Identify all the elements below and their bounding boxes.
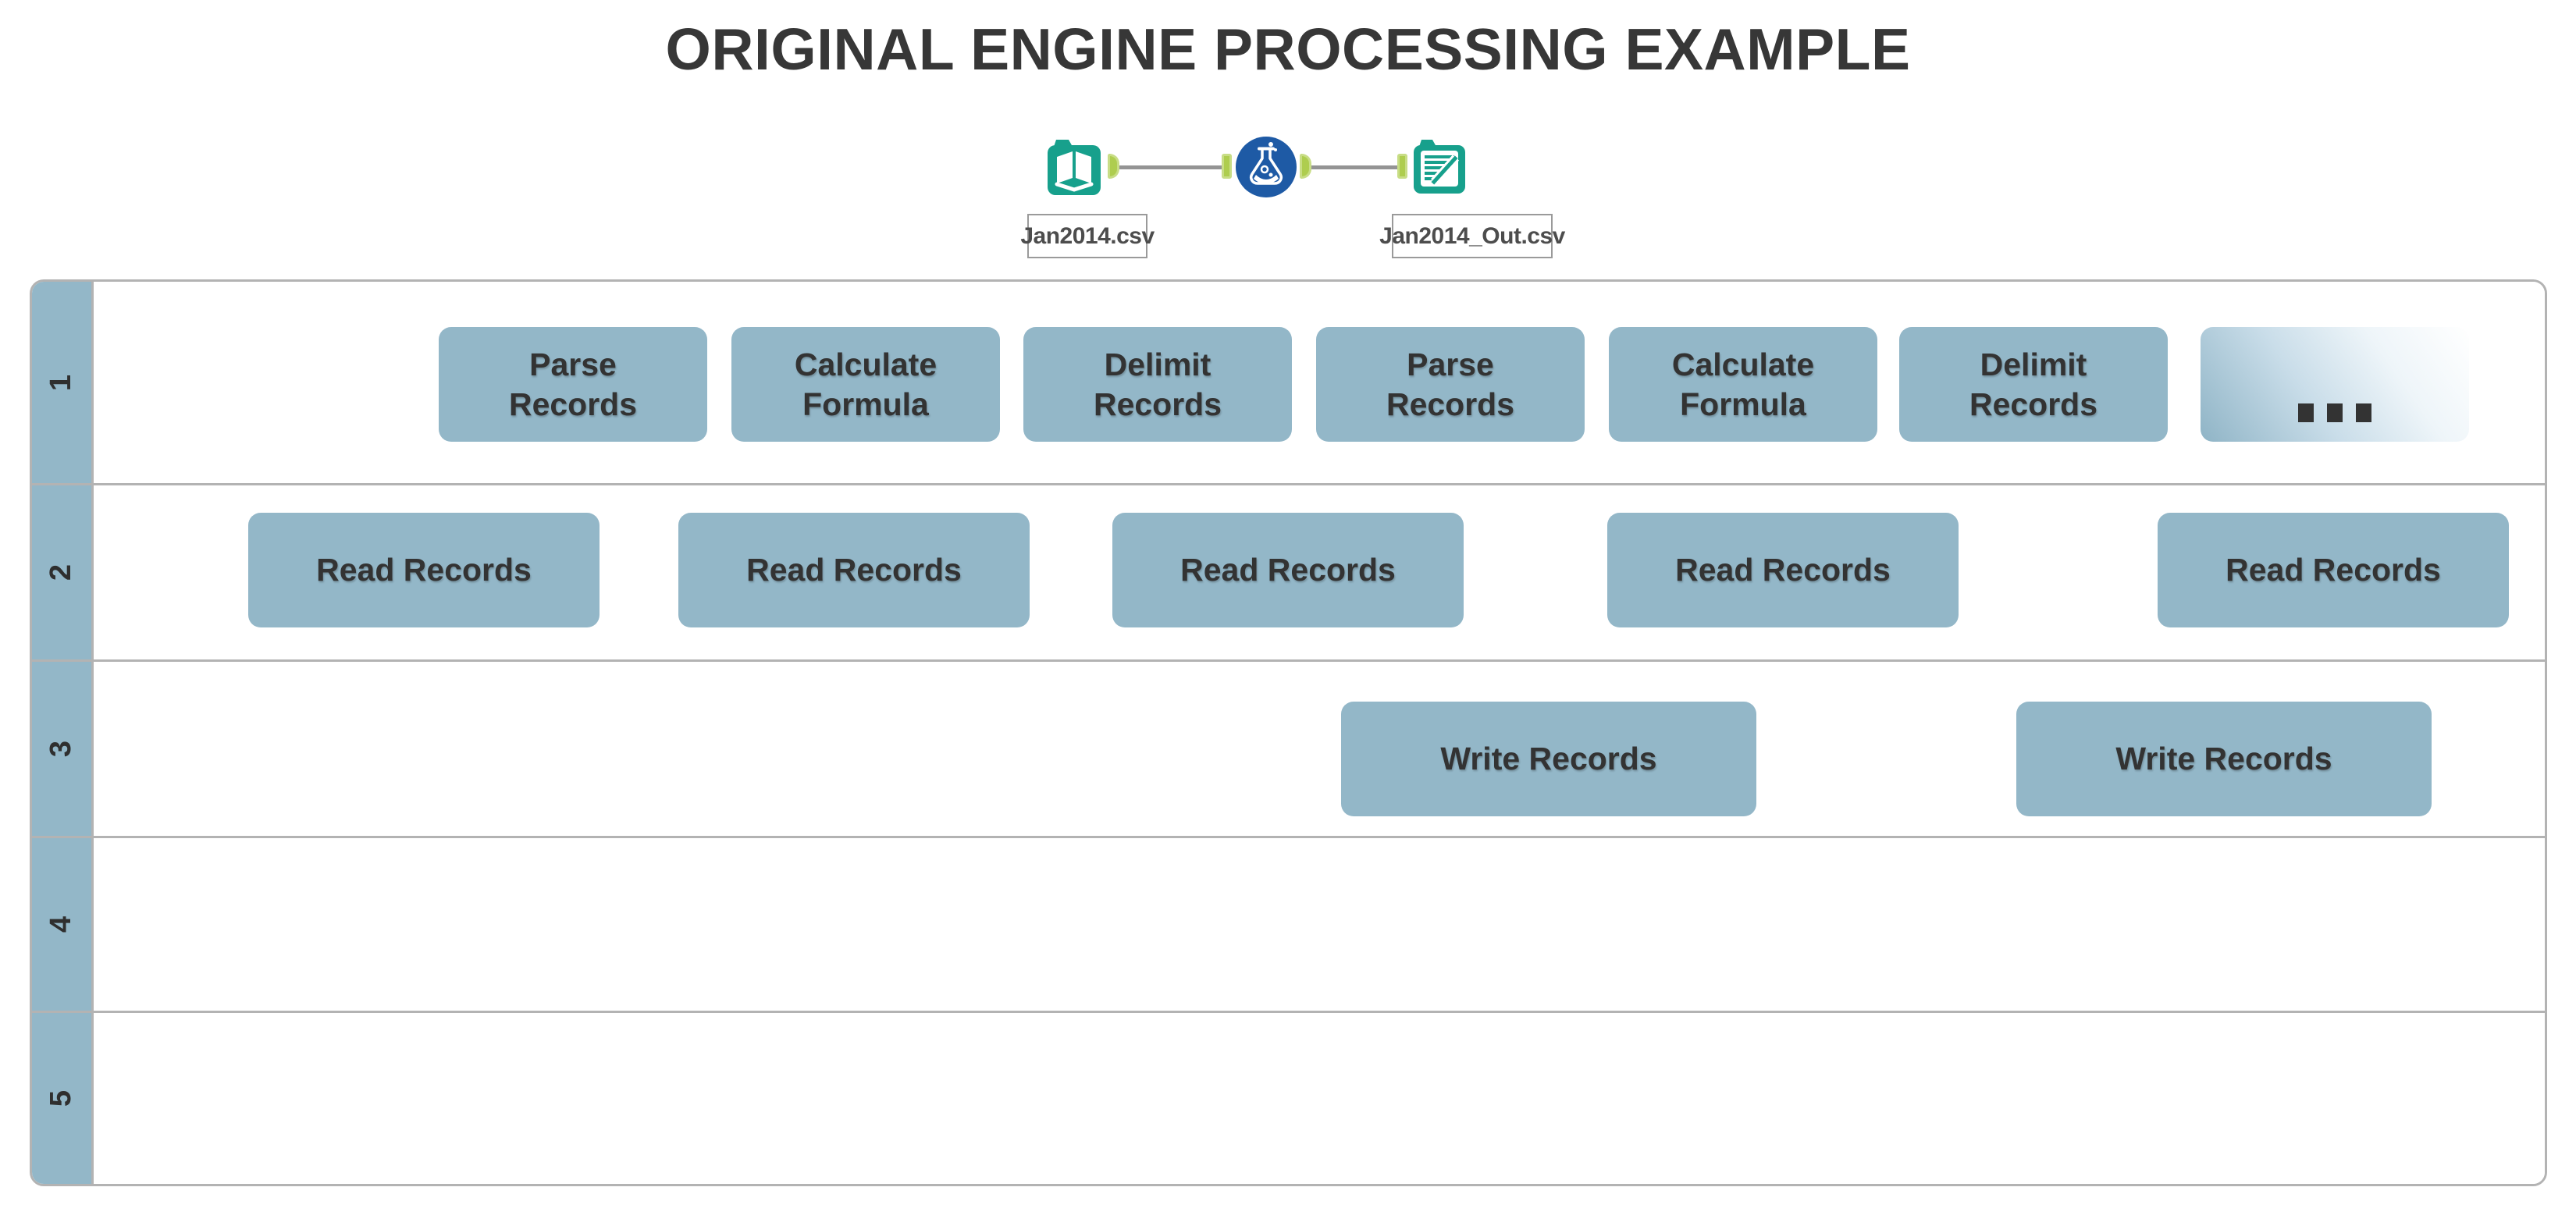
connection-anchor-icon: [1397, 154, 1407, 179]
lane-1-number: 1: [44, 374, 78, 391]
document-pencil-output-data-icon: [1414, 140, 1465, 194]
lane-4-content: [94, 838, 2545, 1011]
lane-2: 2: [32, 485, 2545, 662]
book-input-data-icon: [1048, 140, 1101, 195]
lane-3-label: 3: [32, 662, 94, 836]
lane-5-content: [94, 1013, 2545, 1184]
lane-1: 1: [32, 282, 2545, 485]
lane-2-label: 2: [32, 485, 94, 659]
input-data-tool: [1044, 137, 1104, 198]
connector-line: [1311, 165, 1397, 169]
lane-1-label: 1: [32, 282, 94, 483]
input-file-label: Jan2014.csv: [1020, 214, 1155, 258]
lane-5: 5: [32, 1013, 2545, 1184]
connector-line: [1119, 165, 1222, 169]
connection-anchor-icon: [1222, 154, 1232, 179]
lane-2-number: 2: [44, 563, 78, 581]
page-title: ORIGINAL ENGINE PROCESSING EXAMPLE: [665, 16, 1911, 82]
connection-anchor-icon: [1300, 154, 1311, 179]
lane-4: 4: [32, 838, 2545, 1013]
lane-1-content: [94, 282, 2545, 483]
connection-anchor-icon: [1108, 154, 1119, 179]
formula-tool: [1236, 137, 1297, 197]
lane-4-number: 4: [44, 915, 78, 933]
lane-3-content: [94, 662, 2545, 836]
output-file-label: Jan2014_Out.csv: [1379, 214, 1565, 258]
swimlane-grid: 1 2 3 4 5: [30, 279, 2547, 1186]
output-data-tool: [1411, 137, 1468, 195]
flask-formula-tool-icon: [1236, 137, 1297, 197]
lane-5-label: 5: [32, 1013, 94, 1184]
lane-2-content: [94, 485, 2545, 659]
lane-3-number: 3: [44, 740, 78, 758]
lane-5-number: 5: [44, 1089, 78, 1107]
lane-3: 3: [32, 662, 2545, 838]
lane-4-label: 4: [32, 838, 94, 1011]
